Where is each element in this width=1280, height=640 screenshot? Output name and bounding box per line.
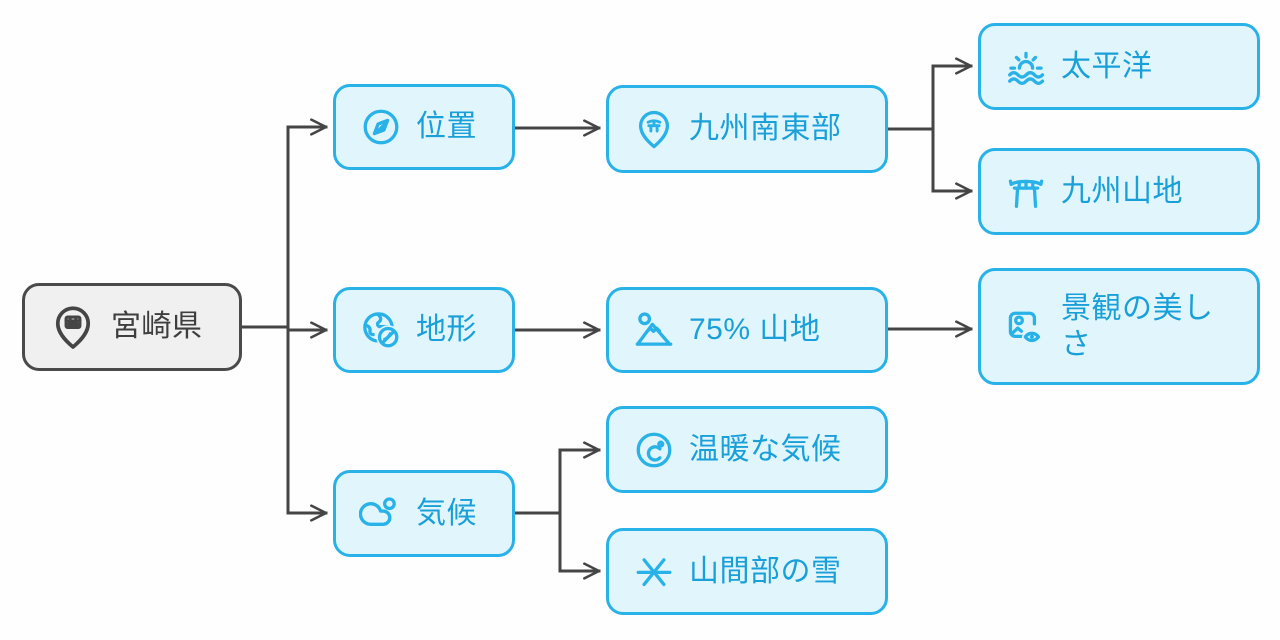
mountain-landscape-icon <box>632 308 676 352</box>
node-label: 九州南東部 <box>689 112 842 146</box>
node-chikei: 地形 <box>333 287 515 373</box>
node-label: 温暖な気候 <box>689 432 842 466</box>
node-label: 気候 <box>416 496 477 530</box>
node-sankanbu: 山間部の雪 <box>606 528 888 615</box>
node-kyushu-sanchi: 九州山地 <box>978 148 1260 235</box>
cloud-sun-icon <box>359 492 403 536</box>
node-label: 75% 山地 <box>689 313 821 347</box>
node-sanchi-75: 75% 山地 <box>606 287 888 373</box>
globe-off-icon <box>359 308 403 352</box>
node-kiko: 気候 <box>333 470 515 557</box>
snowflake-icon <box>632 550 676 594</box>
map-pin-torii-icon <box>632 107 676 151</box>
celsius-icon <box>632 428 676 472</box>
node-miyazaki: 宮崎県 <box>22 283 242 371</box>
sunrise-waves-icon <box>1004 45 1048 89</box>
node-label: 宮崎県 <box>111 310 203 344</box>
node-ichi: 位置 <box>333 84 515 170</box>
node-ondan: 温暖な気候 <box>606 406 888 493</box>
torii-gate-icon <box>1004 170 1048 214</box>
node-label: 地形 <box>416 313 477 347</box>
compass-icon <box>359 105 403 149</box>
node-label: 九州山地 <box>1061 174 1183 208</box>
node-label: 景観の美しさ <box>1061 292 1214 361</box>
node-label: 太平洋 <box>1061 49 1153 83</box>
node-keikan: 景観の美しさ <box>978 268 1260 385</box>
node-kyushu-se: 九州南東部 <box>606 85 888 173</box>
map-pin-sign-icon <box>48 302 98 352</box>
node-taiheiyo: 太平洋 <box>978 23 1260 110</box>
image-eye-icon <box>1004 305 1048 349</box>
node-label: 山間部の雪 <box>689 554 842 588</box>
node-label: 位置 <box>416 110 477 144</box>
